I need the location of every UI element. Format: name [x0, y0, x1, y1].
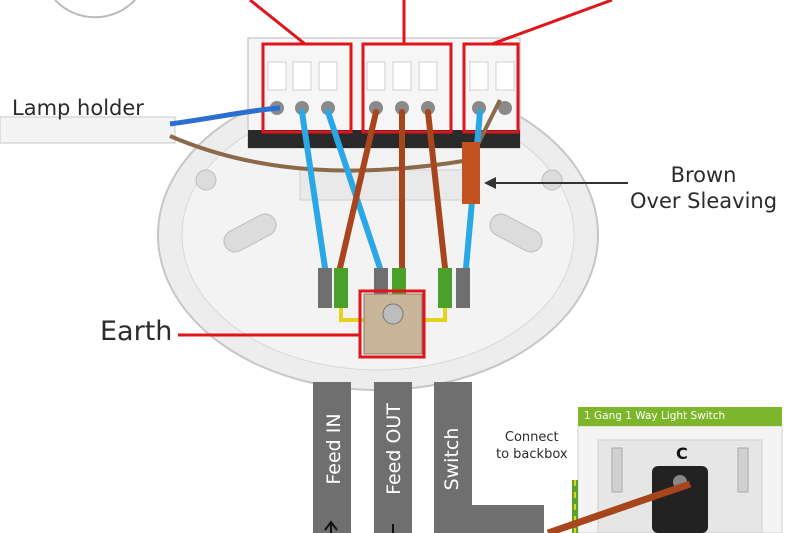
switch-lug-right	[737, 447, 749, 493]
earth-wire-right	[418, 308, 447, 322]
switch-lug-left	[611, 447, 623, 493]
wire-brown-1	[337, 109, 379, 271]
wire-blue-1	[299, 109, 328, 271]
lamp-holder-label: Lamp holder	[12, 96, 144, 120]
brown-label-line1: Brown	[670, 163, 737, 187]
wire-blue-2	[325, 109, 383, 271]
sleeving-pointer-arrow	[484, 177, 496, 189]
feed-in-label: Feed IN	[323, 413, 345, 485]
switch-brown-wire	[546, 480, 692, 533]
switch-mechanism	[652, 466, 708, 533]
screw-hole-right	[541, 169, 563, 191]
connect-to-backbox-label: Connect to backbox	[496, 429, 568, 463]
terminal-levers	[267, 61, 515, 91]
terminal-block-base	[248, 130, 520, 148]
brown-sleeving	[462, 142, 480, 204]
brown-over-sleeving-label: Brown Over Sleaving	[630, 162, 777, 214]
earth-screw	[382, 303, 404, 325]
cable-sheath-ends	[318, 268, 470, 308]
terminal-pointer-lines	[249, 0, 613, 46]
label-plate	[299, 169, 471, 201]
lamp-holder-flex	[0, 116, 176, 144]
connect-label-line1: Connect	[504, 430, 559, 445]
wire-brown-3	[425, 109, 448, 271]
feed-in-cable	[313, 382, 351, 533]
terminal-clamps	[270, 101, 512, 115]
earth-highlight-box	[358, 289, 426, 359]
switch-box-header: 1 Gang 1 Way Light Switch	[578, 407, 782, 426]
switch-cable-run	[434, 505, 544, 533]
mounting-slot-left	[223, 213, 277, 253]
lamp-flex-blue-core	[169, 105, 281, 127]
switch-common-terminal-label: C	[676, 444, 688, 463]
lamp-flex-brown-core	[169, 99, 502, 173]
screw-hole-left	[195, 169, 217, 191]
wires	[299, 109, 483, 271]
earth-wire-left	[339, 308, 372, 322]
mounting-slot-right	[489, 213, 543, 253]
brown-label-line2: Over Sleaving	[630, 189, 778, 213]
connect-label-line2: to backbox	[496, 447, 568, 462]
switch-cable-label: Switch	[441, 427, 463, 491]
partial-circle-graphic	[54, 0, 136, 19]
earth-label: Earth	[100, 316, 173, 347]
terminal-highlight-boxes	[261, 42, 520, 134]
feed-out-label: Feed OUT	[383, 403, 405, 495]
feed-out-cable	[374, 382, 412, 533]
